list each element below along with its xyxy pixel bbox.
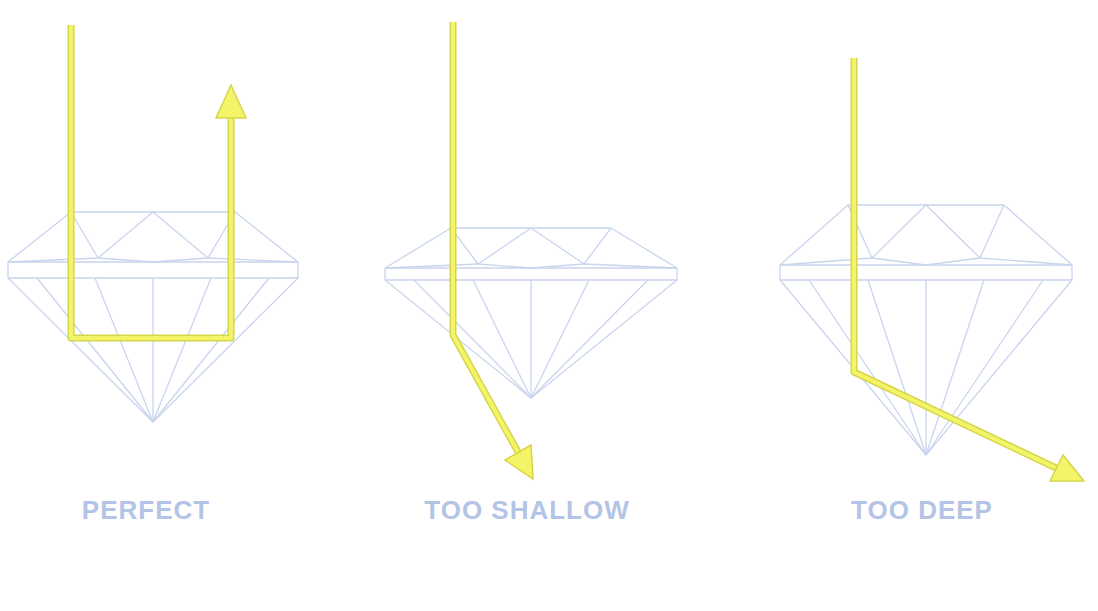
diamond-shallow xyxy=(385,228,677,398)
light-ray-perfect xyxy=(71,25,246,338)
light-ray-deep xyxy=(854,58,1084,481)
cut-label: PERFECT xyxy=(82,495,210,526)
cut-label: TOO DEEP xyxy=(851,495,993,526)
diamond-deep xyxy=(780,205,1072,455)
diamond-perfect xyxy=(8,212,298,422)
light-ray-shallow xyxy=(453,22,533,479)
cut-label: TOO SHALLOW xyxy=(424,495,630,526)
